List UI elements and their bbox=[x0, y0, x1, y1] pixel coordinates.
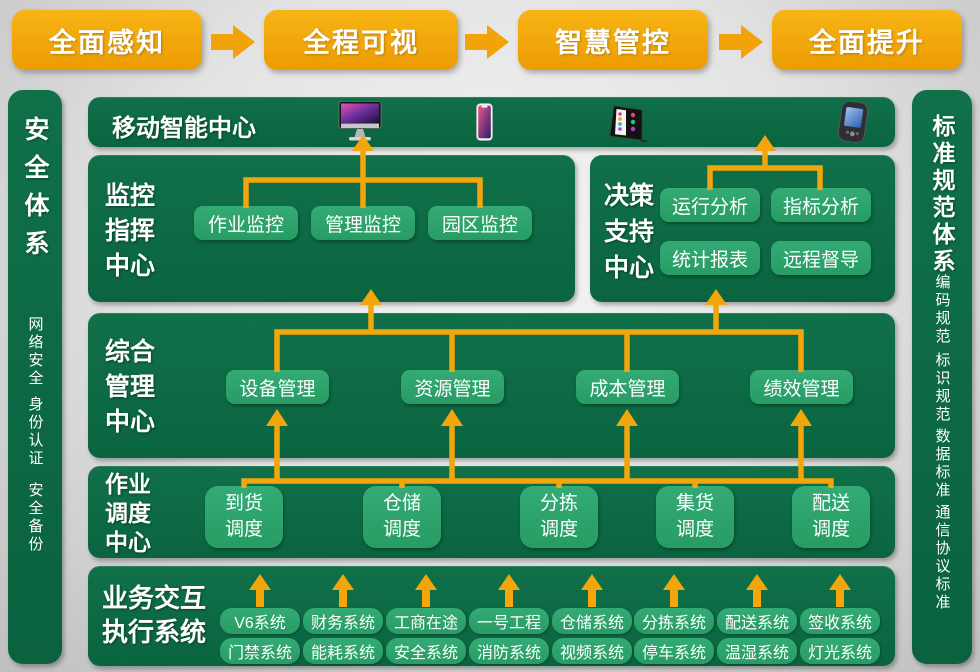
mobile-intelligence-bar: 移动智能中心 bbox=[88, 97, 895, 147]
title-line: 指挥 bbox=[105, 217, 156, 245]
chip-fire-system: 消防系统 bbox=[469, 638, 549, 664]
pda-icon bbox=[838, 101, 869, 143]
title-line: 业务交互 bbox=[102, 583, 207, 613]
chip-parking-system: 停车系统 bbox=[634, 638, 714, 664]
chip-line: 配送 bbox=[811, 493, 850, 514]
business-execution-title: 业务交互 执行系统 bbox=[102, 581, 206, 649]
chip-operation-monitoring: 作业监控 bbox=[194, 206, 298, 240]
sidebar-item-identity-auth: 身份认证 bbox=[26, 396, 44, 468]
chip-statistical-reports: 统计报表 bbox=[660, 241, 760, 275]
sidebar-item-network-security: 网络安全 bbox=[26, 316, 44, 388]
chip-finance-system: 财务系统 bbox=[303, 608, 383, 634]
chip-line: 调度 bbox=[224, 519, 263, 540]
sidebar-item-identification-standard: 标识规范 bbox=[933, 352, 951, 424]
sidebar-item-data-standard: 数据标准 bbox=[933, 428, 951, 500]
title-line: 中心 bbox=[604, 254, 655, 282]
chip-delivery-system: 配送系统 bbox=[717, 608, 797, 634]
chip-line: 调度 bbox=[811, 519, 850, 540]
chip-resource-management: 资源管理 bbox=[401, 370, 504, 404]
standards-system-title: 标准规范体系 bbox=[929, 114, 955, 276]
sidebar-item-security-backup: 安全备份 bbox=[26, 482, 44, 554]
flow-step-improvement: 全面提升 bbox=[772, 10, 962, 70]
decision-support-center-panel: 决策 支持 中心 运行分析 指标分析 统计报表 远程督导 bbox=[590, 155, 895, 302]
title-line: 综合 bbox=[105, 338, 156, 366]
mobile-intelligence-title: 移动智能中心 bbox=[112, 115, 256, 142]
title-line: 调度 bbox=[105, 500, 151, 526]
title-line: 支持 bbox=[604, 218, 655, 246]
chip-access-control-system: 门禁系统 bbox=[220, 638, 300, 664]
sidebar-item-coding-standard: 编码规范 bbox=[933, 274, 951, 346]
chip-warehouse-dispatch: 仓储调度 bbox=[363, 486, 441, 548]
title-line: 决策 bbox=[604, 182, 655, 210]
title-line: 执行系统 bbox=[102, 617, 207, 647]
chip-signing-system: 签收系统 bbox=[800, 608, 880, 634]
title-line: 中心 bbox=[105, 529, 151, 555]
flow-step-visibility: 全程可视 bbox=[264, 10, 458, 70]
monitor-command-center-panel: 监控 指挥 中心 作业监控 管理监控 园区监控 bbox=[88, 155, 575, 302]
chip-sorting-system: 分拣系统 bbox=[634, 608, 714, 634]
chip-indicator-analysis: 指标分析 bbox=[771, 188, 871, 222]
chip-line: 分拣 bbox=[539, 493, 578, 514]
tablet-kiosk-icon bbox=[609, 105, 649, 143]
chip-business-transit-system: 工商在途 bbox=[386, 608, 466, 634]
chip-sorting-dispatch: 分拣调度 bbox=[520, 486, 598, 548]
flow-step-perception: 全面感知 bbox=[12, 10, 202, 70]
chip-performance-management: 绩效管理 bbox=[750, 370, 853, 404]
chip-park-monitoring: 园区监控 bbox=[428, 206, 532, 240]
operation-dispatch-center-panel: 作业 调度 中心 到货调度 仓储调度 分拣调度 集货调度 配送调度 bbox=[88, 466, 895, 558]
chip-equipment-management: 设备管理 bbox=[226, 370, 329, 404]
chip-temperature-humidity-system: 温湿系统 bbox=[717, 638, 797, 664]
chip-cost-management: 成本管理 bbox=[576, 370, 679, 404]
chip-arrival-dispatch: 到货调度 bbox=[205, 486, 283, 548]
chip-v6-system: V6系统 bbox=[220, 608, 300, 634]
chip-line: 集货 bbox=[675, 493, 714, 514]
smartphone-icon bbox=[476, 103, 493, 141]
chip-remote-supervision: 远程督导 bbox=[771, 241, 871, 275]
sidebar-item-protocol-standard: 通信协议标准 bbox=[933, 504, 951, 612]
chip-line: 到货 bbox=[224, 493, 263, 514]
arrow-right-icon bbox=[719, 25, 763, 59]
chip-line: 调度 bbox=[539, 519, 578, 540]
chip-warehouse-system: 仓储系统 bbox=[552, 608, 632, 634]
monitor-command-center-title: 监控 指挥 中心 bbox=[105, 179, 155, 284]
chip-line: 调度 bbox=[382, 519, 421, 540]
chip-line: 调度 bbox=[675, 519, 714, 540]
imac-icon bbox=[338, 101, 382, 141]
flow-step-control: 智慧管控 bbox=[518, 10, 708, 70]
business-execution-panel: 业务交互 执行系统 V6系统 财务系统 工商在途 一号工程 仓储系统 分拣系统 … bbox=[88, 566, 895, 666]
integrated-management-center-title: 综合 管理 中心 bbox=[105, 335, 155, 440]
chip-lighting-system: 灯光系统 bbox=[800, 638, 880, 664]
chip-video-system: 视频系统 bbox=[552, 638, 632, 664]
arrow-right-icon bbox=[465, 25, 509, 59]
decision-support-center-title: 决策 支持 中心 bbox=[604, 178, 654, 286]
operation-dispatch-center-title: 作业 调度 中心 bbox=[105, 470, 151, 557]
title-line: 监控 bbox=[105, 182, 156, 210]
integrated-management-center-panel: 综合 管理 中心 设备管理 资源管理 成本管理 绩效管理 bbox=[88, 313, 895, 458]
chip-safety-system: 安全系统 bbox=[386, 638, 466, 664]
title-line: 作业 bbox=[105, 471, 151, 497]
chip-management-monitoring: 管理监控 bbox=[311, 206, 415, 240]
title-line: 管理 bbox=[105, 373, 156, 401]
title-line: 中心 bbox=[105, 252, 156, 280]
title-line: 中心 bbox=[105, 408, 156, 436]
arrow-right-icon bbox=[211, 25, 255, 59]
chip-operation-analysis: 运行分析 bbox=[660, 188, 760, 222]
security-system-sidebar: 安全体系 网络安全 身份认证 安全备份 bbox=[8, 90, 62, 664]
chip-consolidation-dispatch: 集货调度 bbox=[656, 486, 734, 548]
chip-delivery-dispatch: 配送调度 bbox=[792, 486, 870, 548]
chip-energy-system: 能耗系统 bbox=[303, 638, 383, 664]
security-system-title: 安全体系 bbox=[21, 116, 49, 268]
chip-line: 仓储 bbox=[382, 493, 421, 514]
chip-no1-project-system: 一号工程 bbox=[469, 608, 549, 634]
standards-system-sidebar: 标准规范体系 编码规范 标识规范 数据标准 通信协议标准 bbox=[912, 90, 972, 664]
